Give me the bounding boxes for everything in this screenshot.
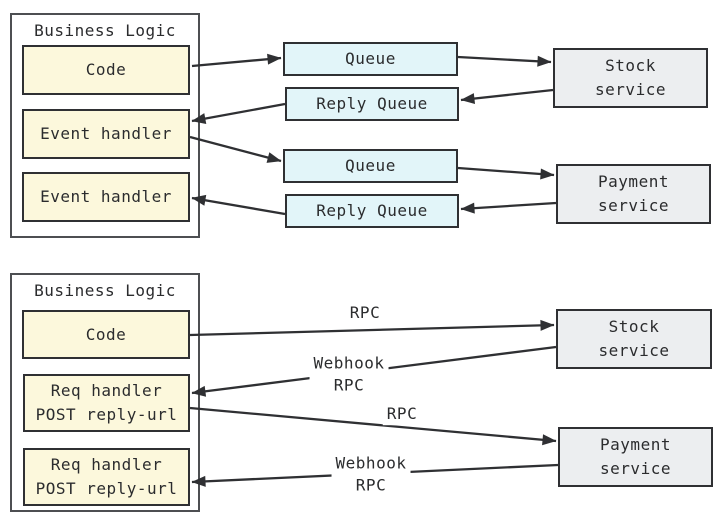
arrow-queue-2-to-payment-service [457,166,555,180]
label-webhook-from-payment: Webhook RPC [331,452,411,496]
arrow-payment-service-to-reply-queue-2 [460,201,557,214]
arrow-stock-service-to-reply-queue-1 [460,88,554,105]
req-handler-1-node: Req handler POST reply-url [23,374,190,432]
rpc-diagram-code-node: Code [22,310,190,359]
req-handler-2-node: Req handler POST reply-url [23,448,190,506]
rpc-diagram-container-title: Business Logic [34,281,176,300]
queue-diagram-payment-service-node: Payment service [556,164,711,224]
queue-diagram-event-handler-2-node: Event handler [22,172,190,222]
arrow-reply-queue-2-to-event-handler-2 [191,194,286,216]
rpc-diagram-stock-service-node: Stock service [556,309,712,369]
arrow-rpc-to-payment-service [189,406,557,446]
arrow-queue-1-to-stock-service [457,55,552,67]
queue-diagram-code-node: Code [22,45,190,95]
rpc-diagram-payment-service-node: Payment service [558,427,713,487]
arrow-reply-queue-1-to-event-handler-1 [191,102,286,124]
queue-diagram-event-handler-1-node: Event handler [22,109,190,159]
reply-queue-1-node: Reply Queue [285,87,459,121]
queue-diagram-container-title: Business Logic [34,21,176,40]
label-rpc-to-payment: RPC [382,403,422,425]
arrow-code-to-queue-1 [191,53,282,68]
label-webhook-from-stock: Webhook RPC [309,352,389,396]
arrow-event-handler-1-to-queue-2 [189,135,282,163]
label-rpc-to-stock: RPC [345,302,385,324]
arrow-rpc-code-to-stock-service [189,319,555,337]
queue-1-node: Queue [283,42,458,76]
reply-queue-2-node: Reply Queue [285,194,459,228]
queue-diagram-stock-service-node: Stock service [553,48,708,108]
queue-2-node: Queue [283,149,458,183]
